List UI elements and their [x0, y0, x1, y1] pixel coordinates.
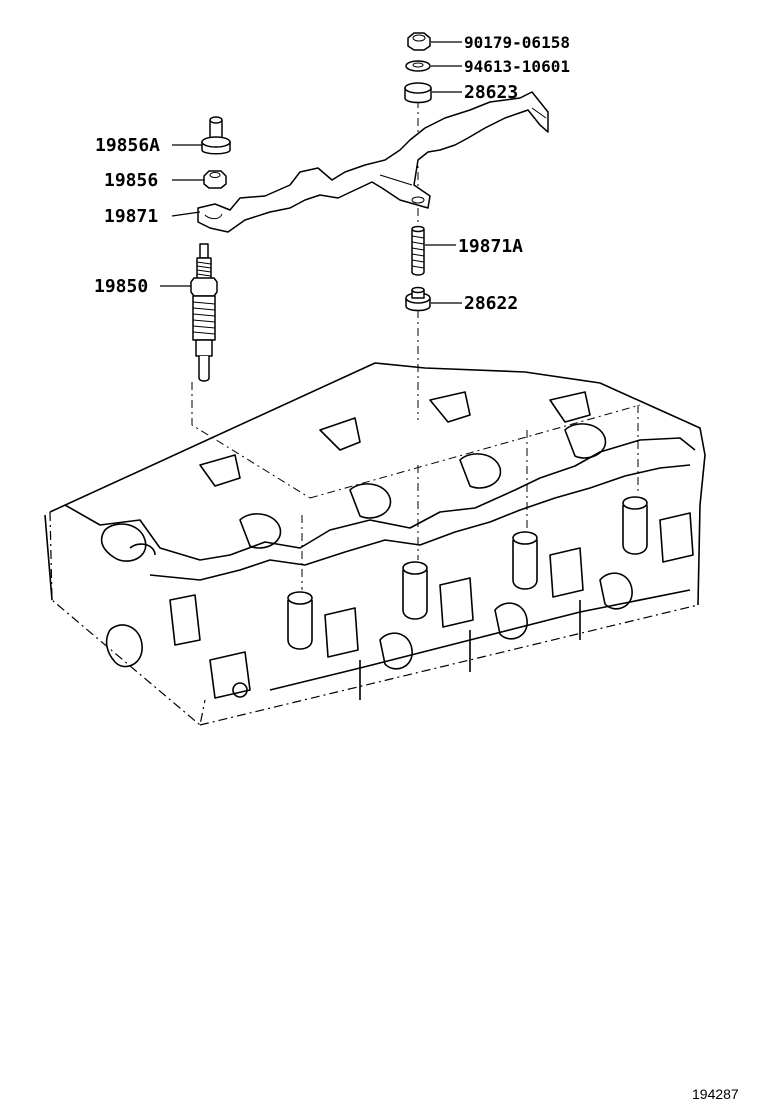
bus-bar-part	[197, 91, 549, 233]
terminal-nut-part	[203, 170, 227, 189]
illustration-reference-number: 194287	[692, 1086, 739, 1102]
label-bus-bar: 19871	[104, 206, 158, 227]
grommet-lower-part	[405, 286, 431, 312]
nut-part	[407, 32, 431, 51]
alignment-lines	[191, 100, 641, 590]
connector-part	[201, 116, 231, 155]
label-terminal-nut: 19856	[104, 170, 158, 191]
label-grommet-lower: 28622	[464, 293, 518, 314]
washer-part	[405, 60, 431, 72]
cylinder-head-illustration	[44, 362, 706, 727]
stud-part	[411, 225, 425, 276]
label-connector: 19856A	[95, 135, 160, 156]
label-nut: 90179-06158	[464, 33, 570, 52]
label-grommet-upper: 28623	[464, 82, 518, 103]
leader-lines	[160, 41, 462, 304]
grommet-upper-part	[404, 82, 432, 104]
label-stud: 19871A	[458, 236, 523, 257]
label-glow-plug: 19850	[94, 276, 148, 297]
glow-plug-part	[190, 243, 218, 382]
label-washer: 94613-10601	[464, 57, 570, 76]
